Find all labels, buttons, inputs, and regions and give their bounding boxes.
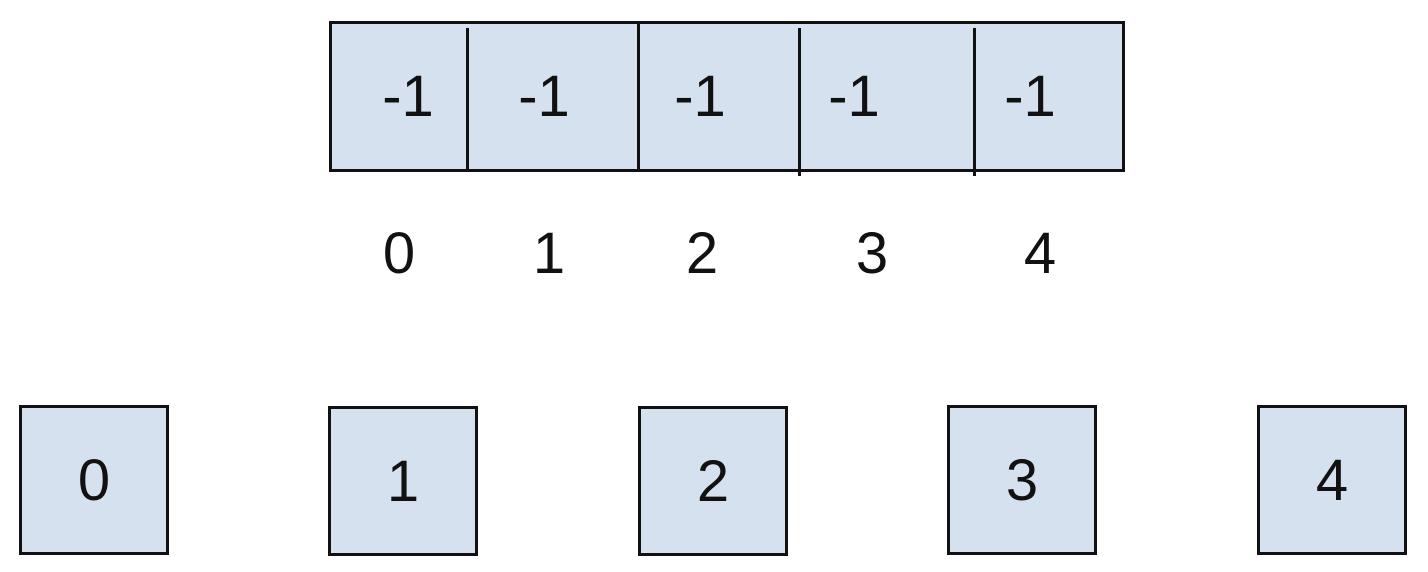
array-cell-1-value: -1 <box>518 64 570 129</box>
array-divider <box>637 21 640 172</box>
node-4: 4 <box>1257 405 1407 555</box>
node-2: 2 <box>638 406 788 556</box>
array-cell-2-value: -1 <box>674 64 726 129</box>
array-cell-3-value: -1 <box>828 64 880 129</box>
node-3: 3 <box>947 405 1097 555</box>
array-index-4: 4 <box>1023 221 1057 286</box>
node-1: 1 <box>328 406 478 556</box>
array-index-2: 2 <box>685 221 719 286</box>
array-index-3: 3 <box>855 221 889 286</box>
array-cell-0-value: -1 <box>382 64 434 129</box>
array-divider <box>466 28 469 170</box>
array-cell-4-value: -1 <box>1004 64 1056 129</box>
array-divider <box>798 28 801 176</box>
array-index-0: 0 <box>382 221 416 286</box>
node-0: 0 <box>19 405 169 555</box>
parent-array <box>329 21 1125 172</box>
array-divider <box>973 28 976 176</box>
array-index-1: 1 <box>532 221 566 286</box>
